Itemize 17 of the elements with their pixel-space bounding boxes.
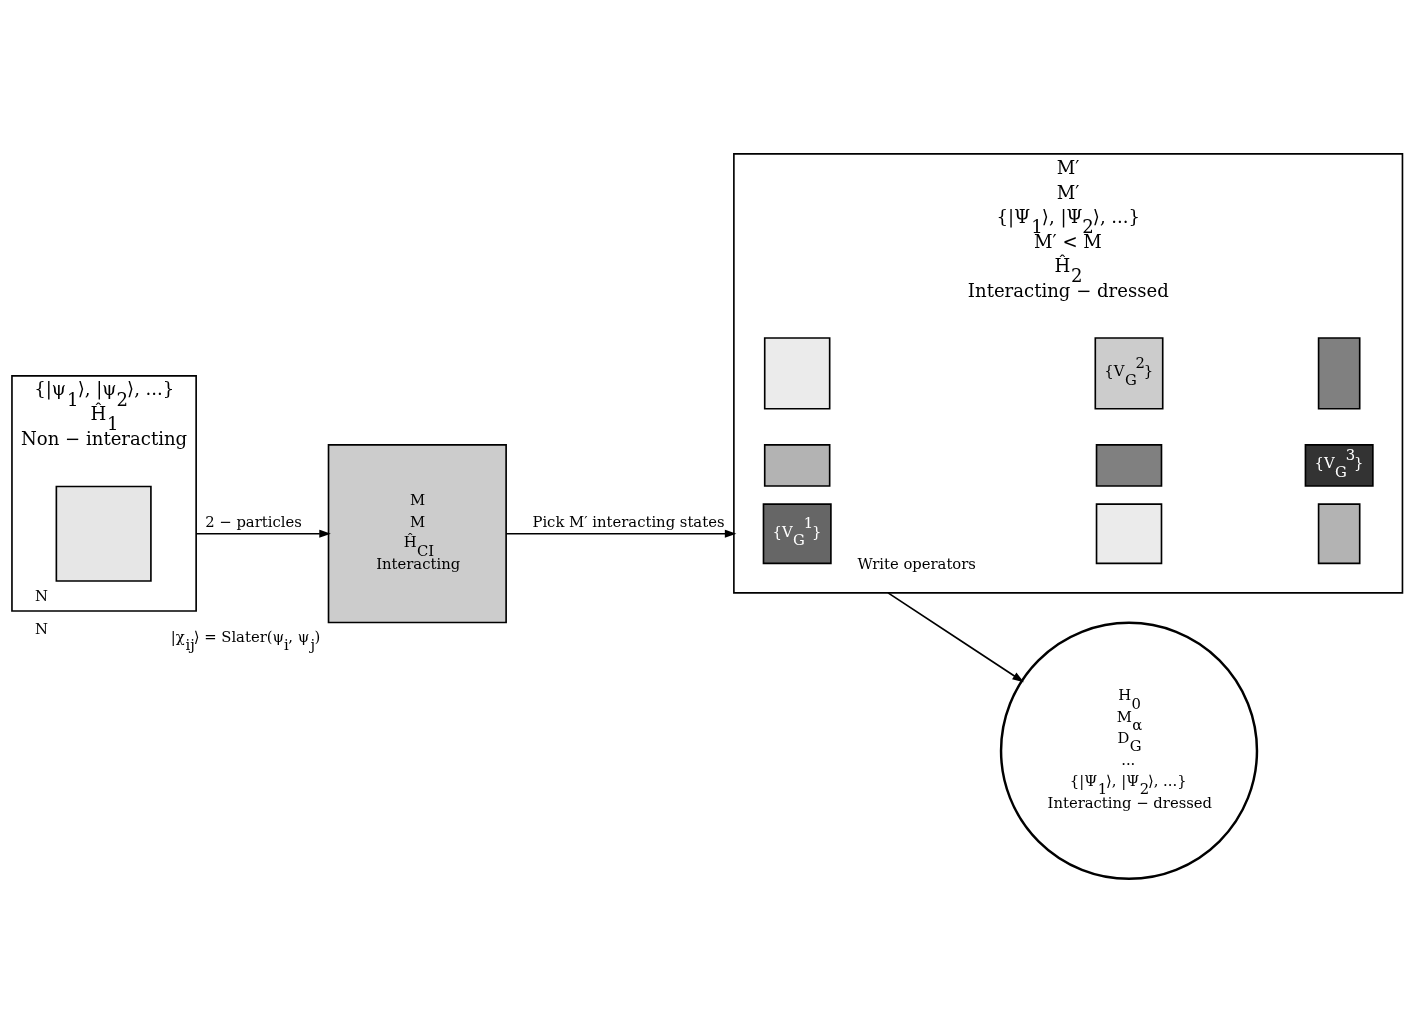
node-label: N bbox=[34, 586, 48, 604]
node-box bbox=[55, 485, 152, 582]
node-box bbox=[1095, 443, 1163, 487]
node-box bbox=[1317, 502, 1361, 564]
node-label: M′ bbox=[1056, 156, 1080, 178]
arrow bbox=[887, 591, 1024, 682]
edge-label: Pick M′ interacting states bbox=[532, 512, 725, 530]
node-box bbox=[763, 336, 831, 410]
arrow bbox=[195, 529, 331, 538]
edge-label: 2 − particles bbox=[205, 512, 302, 530]
arrow bbox=[505, 529, 737, 538]
edge-label: Write operators bbox=[857, 554, 976, 572]
node-label: N bbox=[34, 619, 48, 637]
node-box bbox=[763, 443, 831, 487]
node-label: M′ bbox=[1056, 181, 1080, 203]
node-box bbox=[1317, 336, 1361, 410]
node-box bbox=[1095, 502, 1163, 564]
